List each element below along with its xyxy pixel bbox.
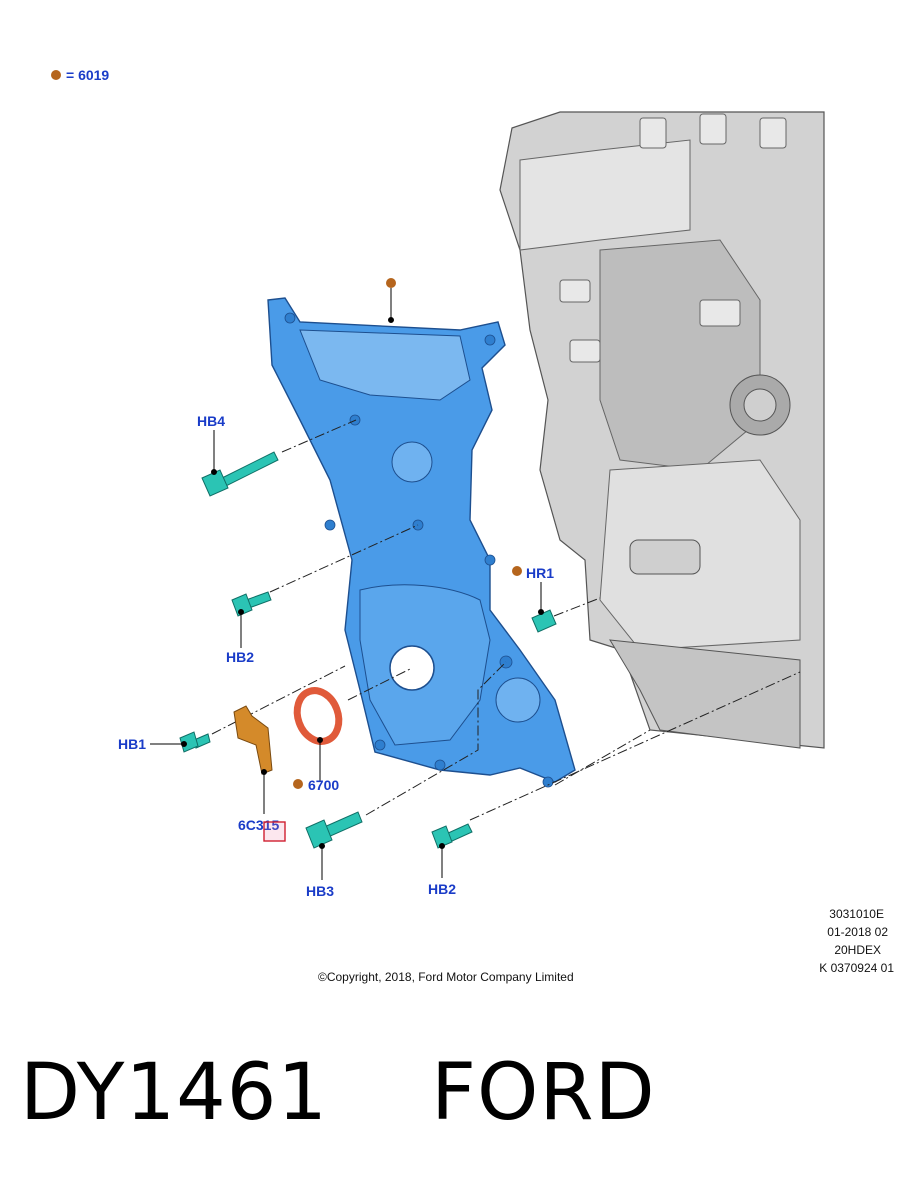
selection-box xyxy=(263,821,286,842)
legend: = 6019 xyxy=(51,67,109,83)
callout-hb3[interactable]: HB3 xyxy=(306,883,334,899)
leader-lines xyxy=(150,288,544,880)
callout-hb4[interactable]: HB4 xyxy=(197,413,225,429)
bolt-hb1 xyxy=(179,731,211,753)
engine-block xyxy=(499,111,825,749)
info-line-2: 01-2018 02 xyxy=(827,925,888,939)
marker-dot-hr1 xyxy=(512,566,522,576)
seal-6700 xyxy=(293,687,343,745)
legend-marker xyxy=(51,70,61,80)
callout-6700[interactable]: 6700 xyxy=(308,777,339,793)
sensor-6c315 xyxy=(233,705,273,775)
bolt-hb2-upper xyxy=(231,591,272,617)
copyright-text: ©Copyright, 2018, Ford Motor Company Lim… xyxy=(318,970,574,984)
timing-cover xyxy=(267,297,576,788)
info-line-3: 20HDEX xyxy=(834,943,881,957)
callout-6c315[interactable]: 6C315 xyxy=(238,817,279,833)
bolt-hb2-lower xyxy=(431,823,473,849)
callout-labels: HB4 HB2 HR1 HB1 6700 6C315 HB3 HB2 xyxy=(118,413,554,899)
callout-hb2-lower[interactable]: HB2 xyxy=(428,881,456,897)
part-number-title: DY1461 FORD xyxy=(20,1048,656,1138)
dowel-hr1 xyxy=(531,609,557,633)
callout-hb1[interactable]: HB1 xyxy=(118,736,146,752)
bolt-hb4 xyxy=(201,451,279,497)
info-block: 3031010E 01-2018 02 20HDEX K 0370924 01 xyxy=(819,907,894,975)
callout-hb2-upper[interactable]: HB2 xyxy=(226,649,254,665)
legend-text: = 6019 xyxy=(66,67,109,83)
info-line-4: K 0370924 01 xyxy=(819,961,894,975)
marker-dot-cover xyxy=(386,278,396,288)
marker-dot-6700 xyxy=(293,779,303,789)
info-line-1: 3031010E xyxy=(829,907,884,921)
alignment-lines xyxy=(211,419,801,821)
bolt-hb3 xyxy=(305,811,363,849)
callout-hr1[interactable]: HR1 xyxy=(526,565,554,581)
